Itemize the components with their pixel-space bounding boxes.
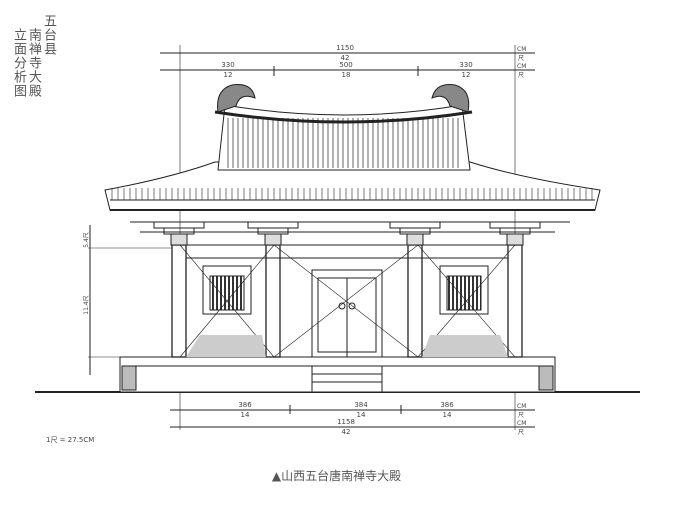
bracket-set <box>247 221 299 246</box>
bracket-set <box>153 221 205 246</box>
bracket-sets <box>153 221 541 246</box>
unit-cm: CM <box>517 46 526 53</box>
dim-top-center-cm: 500 <box>339 61 352 69</box>
dim-top-total-chi: 42 <box>341 54 350 62</box>
facade <box>171 244 523 358</box>
unit-chi: 尺 <box>518 72 524 79</box>
figure-caption: ▲山西五台唐南禅寺大殿 <box>271 469 402 483</box>
top-dimension-lines <box>160 45 535 245</box>
bottom-dimension-lines <box>170 392 535 430</box>
dim-left-upper: 5.4尺 <box>83 232 90 248</box>
dim-top-center-chi: 18 <box>342 71 351 79</box>
dim-bottom-left-cm: 386 <box>238 401 252 409</box>
unit-chi: 尺 <box>518 412 524 419</box>
upper-roof <box>111 84 593 200</box>
bracket-set <box>389 221 441 246</box>
dim-top-total-cm: 1150 <box>336 44 354 52</box>
dim-top-right-chi: 12 <box>462 71 471 79</box>
unit-cm: CM <box>517 63 526 70</box>
dim-bottom-total-chi: 42 <box>342 428 351 436</box>
dim-left-lower: 11.4尺 <box>83 295 90 314</box>
dim-bottom-total-cm: 1158 <box>337 418 355 426</box>
dim-top-left-cm: 330 <box>221 61 234 69</box>
dim-bottom-left-chi: 14 <box>241 411 250 419</box>
left-window <box>202 265 252 315</box>
dim-bottom-right-chi: 14 <box>443 411 452 419</box>
left-dimension-line <box>88 225 180 375</box>
drawing-title: 五台县 南禅寺大殿 立面分析图 <box>11 14 56 98</box>
unit-chi: 尺 <box>518 55 524 62</box>
left-chiwei-ornament <box>217 84 256 113</box>
unit-cm: CM <box>517 403 526 410</box>
right-window <box>439 265 489 315</box>
right-chiwei-ornament <box>431 84 470 113</box>
scale-note: 1尺 = 27.5CM <box>46 436 94 444</box>
dim-top-left-chi: 12 <box>224 71 233 79</box>
dim-top-right-cm: 330 <box>459 61 472 69</box>
title-temple: 南禅寺大殿 <box>26 28 41 98</box>
title-drawing: 立面分析图 <box>11 28 26 98</box>
lower-roof <box>104 161 601 233</box>
unit-cm: CM <box>517 420 526 427</box>
platform <box>119 356 556 393</box>
dim-bottom-right-cm: 386 <box>440 401 454 409</box>
dim-bottom-center-cm: 384 <box>354 401 368 409</box>
dim-bottom-center-chi: 14 <box>357 411 366 419</box>
unit-chi: 尺 <box>518 429 524 436</box>
title-county: 五台县 <box>41 14 56 56</box>
